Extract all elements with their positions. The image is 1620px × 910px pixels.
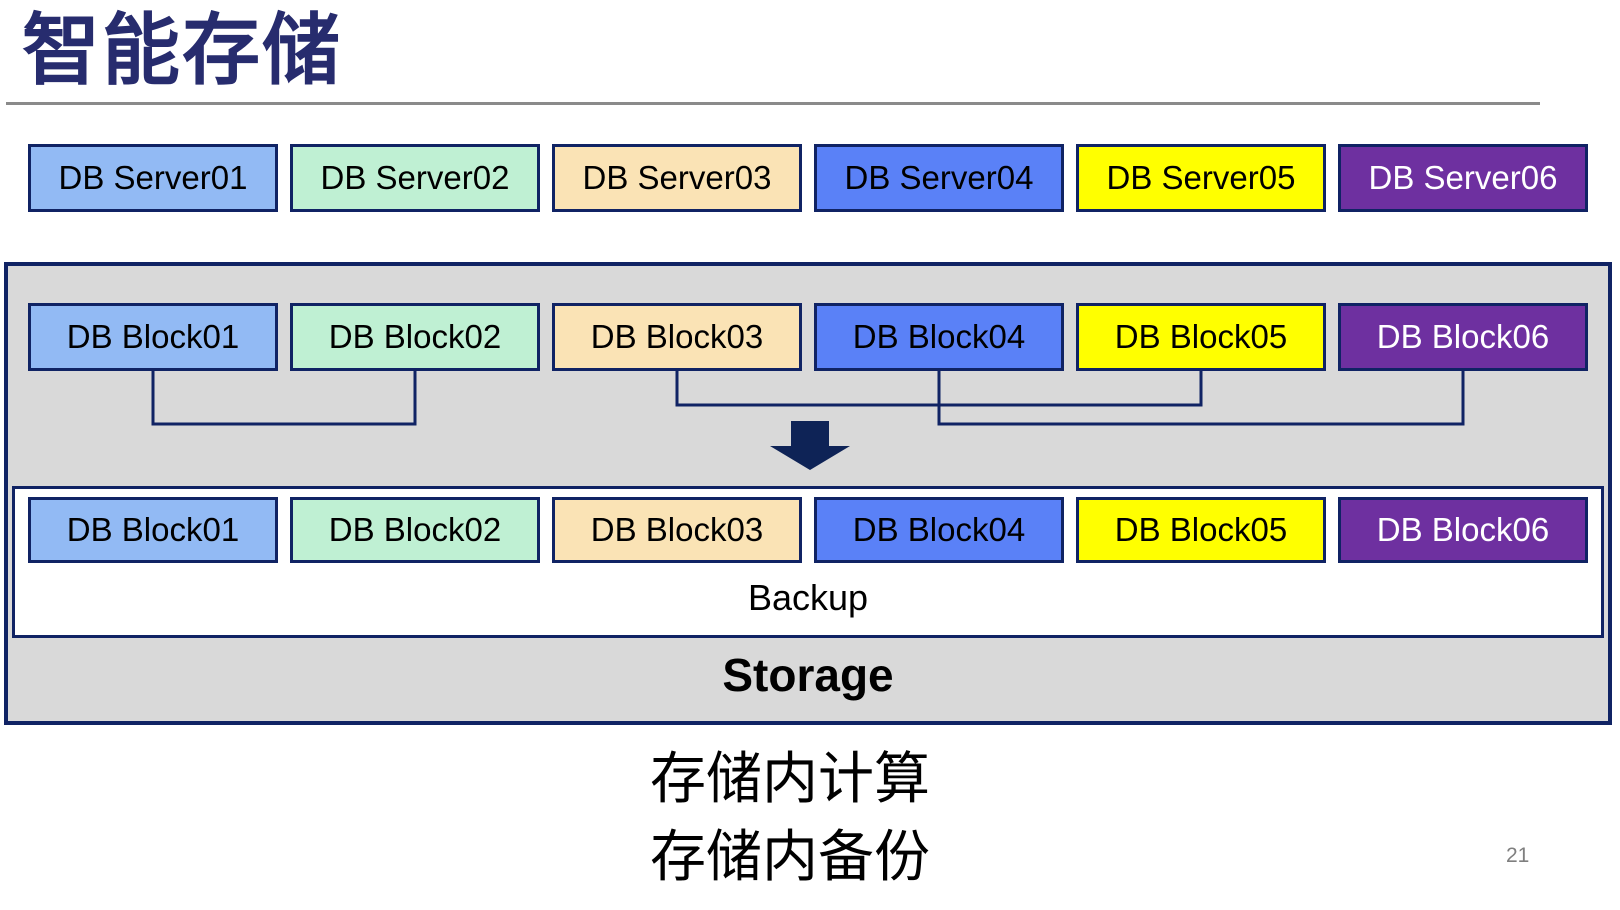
- box-db-block06: DB Block06: [1338, 303, 1588, 371]
- storage-label: Storage: [722, 649, 894, 701]
- box-db-block04: DB Block04: [814, 303, 1064, 371]
- box-label: DB Block03: [590, 318, 764, 355]
- bracket-block04-block06: [937, 371, 1465, 426]
- box-label: DB Block01: [66, 318, 240, 355]
- backup-panel: DB Block01 DB Block02 DB Block03 DB Bloc…: [12, 486, 1604, 638]
- box-label: DB Server03: [582, 159, 772, 196]
- title-divider: [6, 102, 1540, 105]
- box-label: DB Server04: [844, 159, 1034, 196]
- box-db-block05: DB Block05: [1076, 303, 1326, 371]
- box-label: DB Block02: [328, 318, 502, 355]
- box-db-block05-backup: DB Block05: [1076, 497, 1326, 563]
- box-label: DB Block03: [590, 511, 764, 548]
- box-db-block01: DB Block01: [28, 303, 278, 371]
- box-label: DB Server01: [58, 159, 248, 196]
- box-db-server02: DB Server02: [290, 144, 540, 212]
- page-title: 智能存储: [22, 6, 343, 94]
- box-label: DB Server02: [320, 159, 510, 196]
- box-db-block06-backup: DB Block06: [1338, 497, 1588, 563]
- box-label: DB Block02: [328, 511, 502, 548]
- box-label: DB Block01: [66, 511, 240, 548]
- storage-panel: DB Block01 DB Block02 DB Block03 DB Bloc…: [4, 262, 1612, 725]
- db-server-row: DB Server01 DB Server02 DB Server03 DB S…: [28, 144, 1588, 212]
- box-db-block02-backup: DB Block02: [290, 497, 540, 563]
- box-db-server06: DB Server06: [1338, 144, 1588, 212]
- box-label: DB Server05: [1106, 159, 1296, 196]
- box-db-block01-backup: DB Block01: [28, 497, 278, 563]
- captions: 存储内计算 存储内备份: [650, 740, 930, 896]
- page-number: 21: [1506, 844, 1530, 867]
- down-arrow-icon: [770, 421, 850, 470]
- box-label: DB Block06: [1376, 318, 1550, 355]
- box-label: DB Block06: [1376, 511, 1550, 548]
- box-db-block03: DB Block03: [552, 303, 802, 371]
- bracket-block01-block02: [151, 371, 417, 426]
- db-block-row-primary: DB Block01 DB Block02 DB Block03 DB Bloc…: [28, 303, 1588, 371]
- box-db-block02: DB Block02: [290, 303, 540, 371]
- box-db-server03: DB Server03: [552, 144, 802, 212]
- box-db-block04-backup: DB Block04: [814, 497, 1064, 563]
- box-label: DB Server06: [1368, 159, 1558, 196]
- backup-label: Backup: [747, 577, 869, 618]
- box-db-server01: DB Server01: [28, 144, 278, 212]
- box-db-block03-backup: DB Block03: [552, 497, 802, 563]
- box-db-server04: DB Server04: [814, 144, 1064, 212]
- box-db-server05: DB Server05: [1076, 144, 1326, 212]
- box-label: DB Block05: [1114, 318, 1288, 355]
- caption-line-2: 存储内备份: [650, 825, 930, 888]
- caption-line-1: 存储内计算: [650, 747, 930, 810]
- connector-lines: [151, 371, 1465, 470]
- db-block-row-backup: DB Block01 DB Block02 DB Block03 DB Bloc…: [28, 497, 1588, 563]
- box-label: DB Block04: [852, 318, 1026, 355]
- box-label: DB Block05: [1114, 511, 1288, 548]
- box-label: DB Block04: [852, 511, 1026, 548]
